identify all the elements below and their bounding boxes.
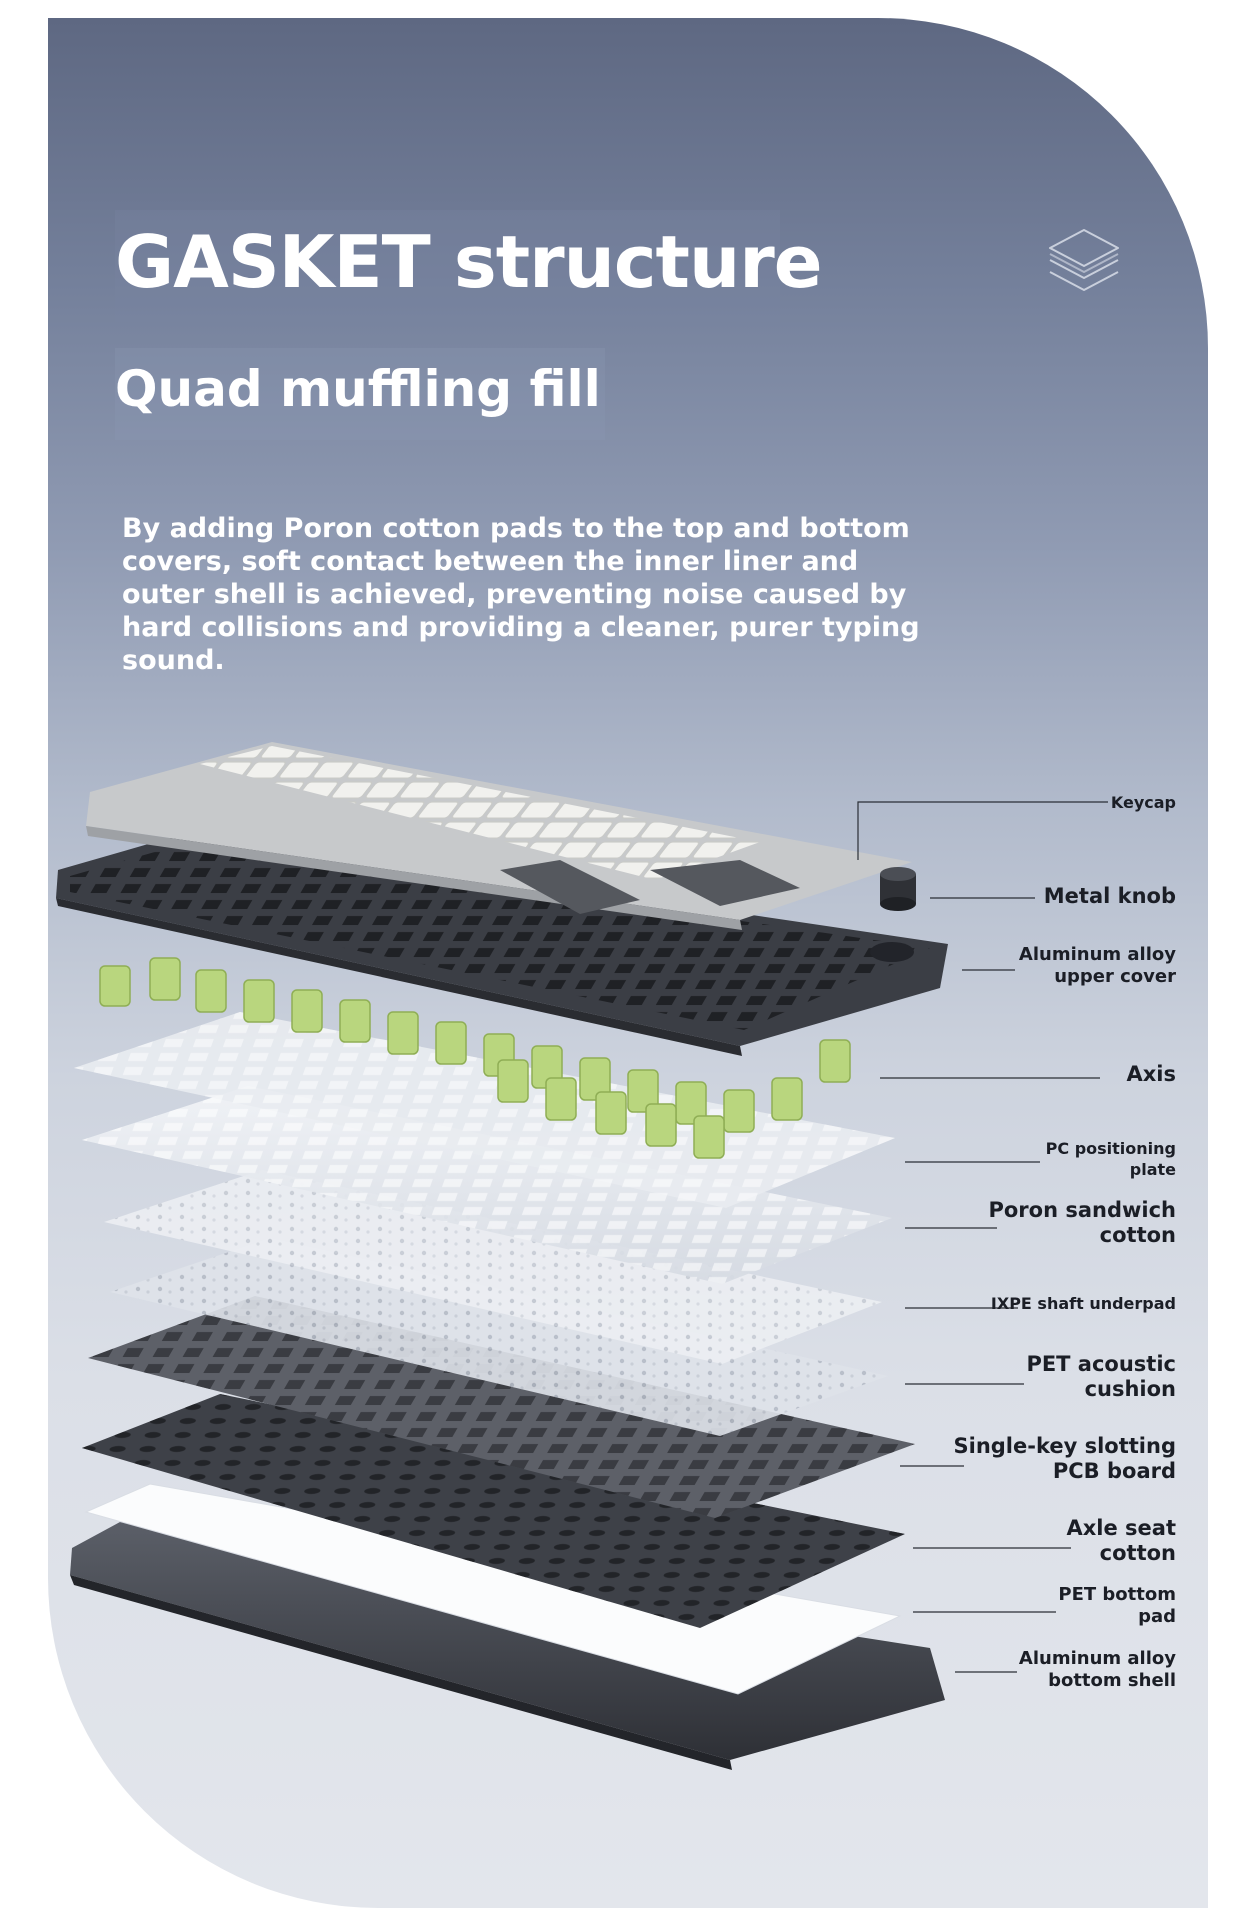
page-title: GASKET structure bbox=[115, 220, 823, 304]
metal-knob bbox=[880, 867, 916, 911]
upper-cover-frame bbox=[56, 832, 948, 1056]
subtitle-backdrop bbox=[115, 348, 605, 440]
description-text: By adding Poron cotton pads to the top a… bbox=[122, 513, 920, 676]
label-axis: Axis bbox=[1126, 1062, 1177, 1086]
switches-axis bbox=[99, 957, 851, 1159]
leader-lines bbox=[857, 801, 1108, 1673]
keycaps bbox=[86, 742, 912, 930]
poron-sandwich-cotton bbox=[82, 1086, 892, 1284]
bottom-shell bbox=[70, 1522, 945, 1770]
pet-acoustic-cushion bbox=[110, 1238, 888, 1436]
pcb-board bbox=[88, 1296, 915, 1518]
axle-seat-cotton bbox=[82, 1394, 905, 1628]
ixpe-shaft-underpad bbox=[104, 1170, 882, 1364]
pet-bottom-pad bbox=[84, 1483, 902, 1695]
layers-icon bbox=[1049, 229, 1119, 291]
label-ixpe: IXPE shaft underpad bbox=[990, 1294, 1176, 1313]
title-backdrop bbox=[115, 210, 780, 322]
label-keycap: Keycap bbox=[1110, 793, 1176, 812]
page-subtitle: Quad muffling fill bbox=[115, 360, 601, 418]
label-metal-knob: Metal knob bbox=[1043, 884, 1176, 908]
pc-positioning-plate bbox=[74, 1012, 895, 1208]
